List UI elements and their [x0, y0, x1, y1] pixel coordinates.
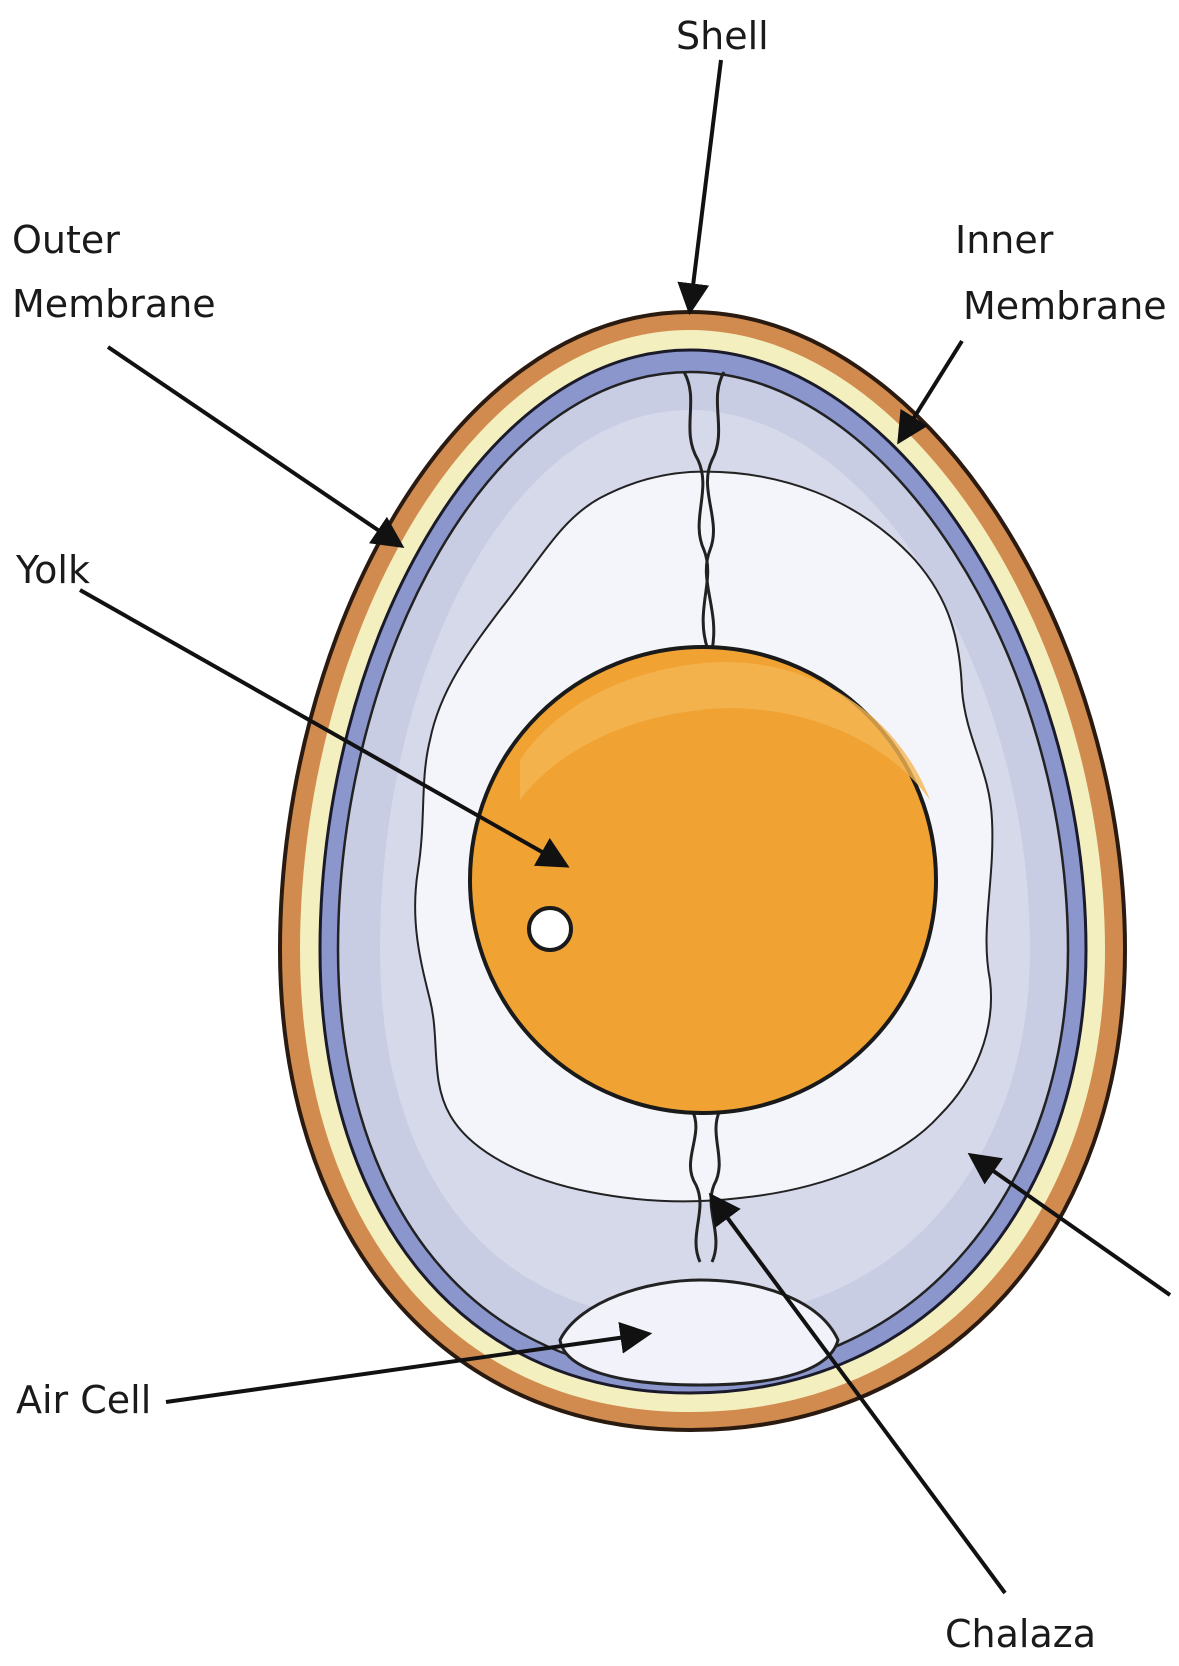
germinal-disc	[529, 908, 571, 950]
outer-membrane-label-line2: Membrane	[12, 272, 216, 336]
outer-membrane-label-line1: Outer	[12, 208, 216, 272]
shell-leader-line	[690, 60, 721, 310]
yolk-label: Yolk	[16, 538, 90, 602]
outer-membrane-leader-line	[108, 347, 400, 545]
inner-membrane-label: Inner Membrane	[955, 208, 1167, 338]
inner-membrane-leader-line	[900, 341, 962, 440]
outer-membrane-label: Outer Membrane	[12, 208, 216, 336]
chalaza-label: Chalaza	[945, 1602, 1096, 1666]
shell-label: Shell	[676, 4, 769, 68]
inner-membrane-label-line2: Membrane	[963, 274, 1167, 338]
inner-membrane-label-line1: Inner	[955, 208, 1167, 272]
air-cell-label: Air Cell	[16, 1368, 151, 1432]
